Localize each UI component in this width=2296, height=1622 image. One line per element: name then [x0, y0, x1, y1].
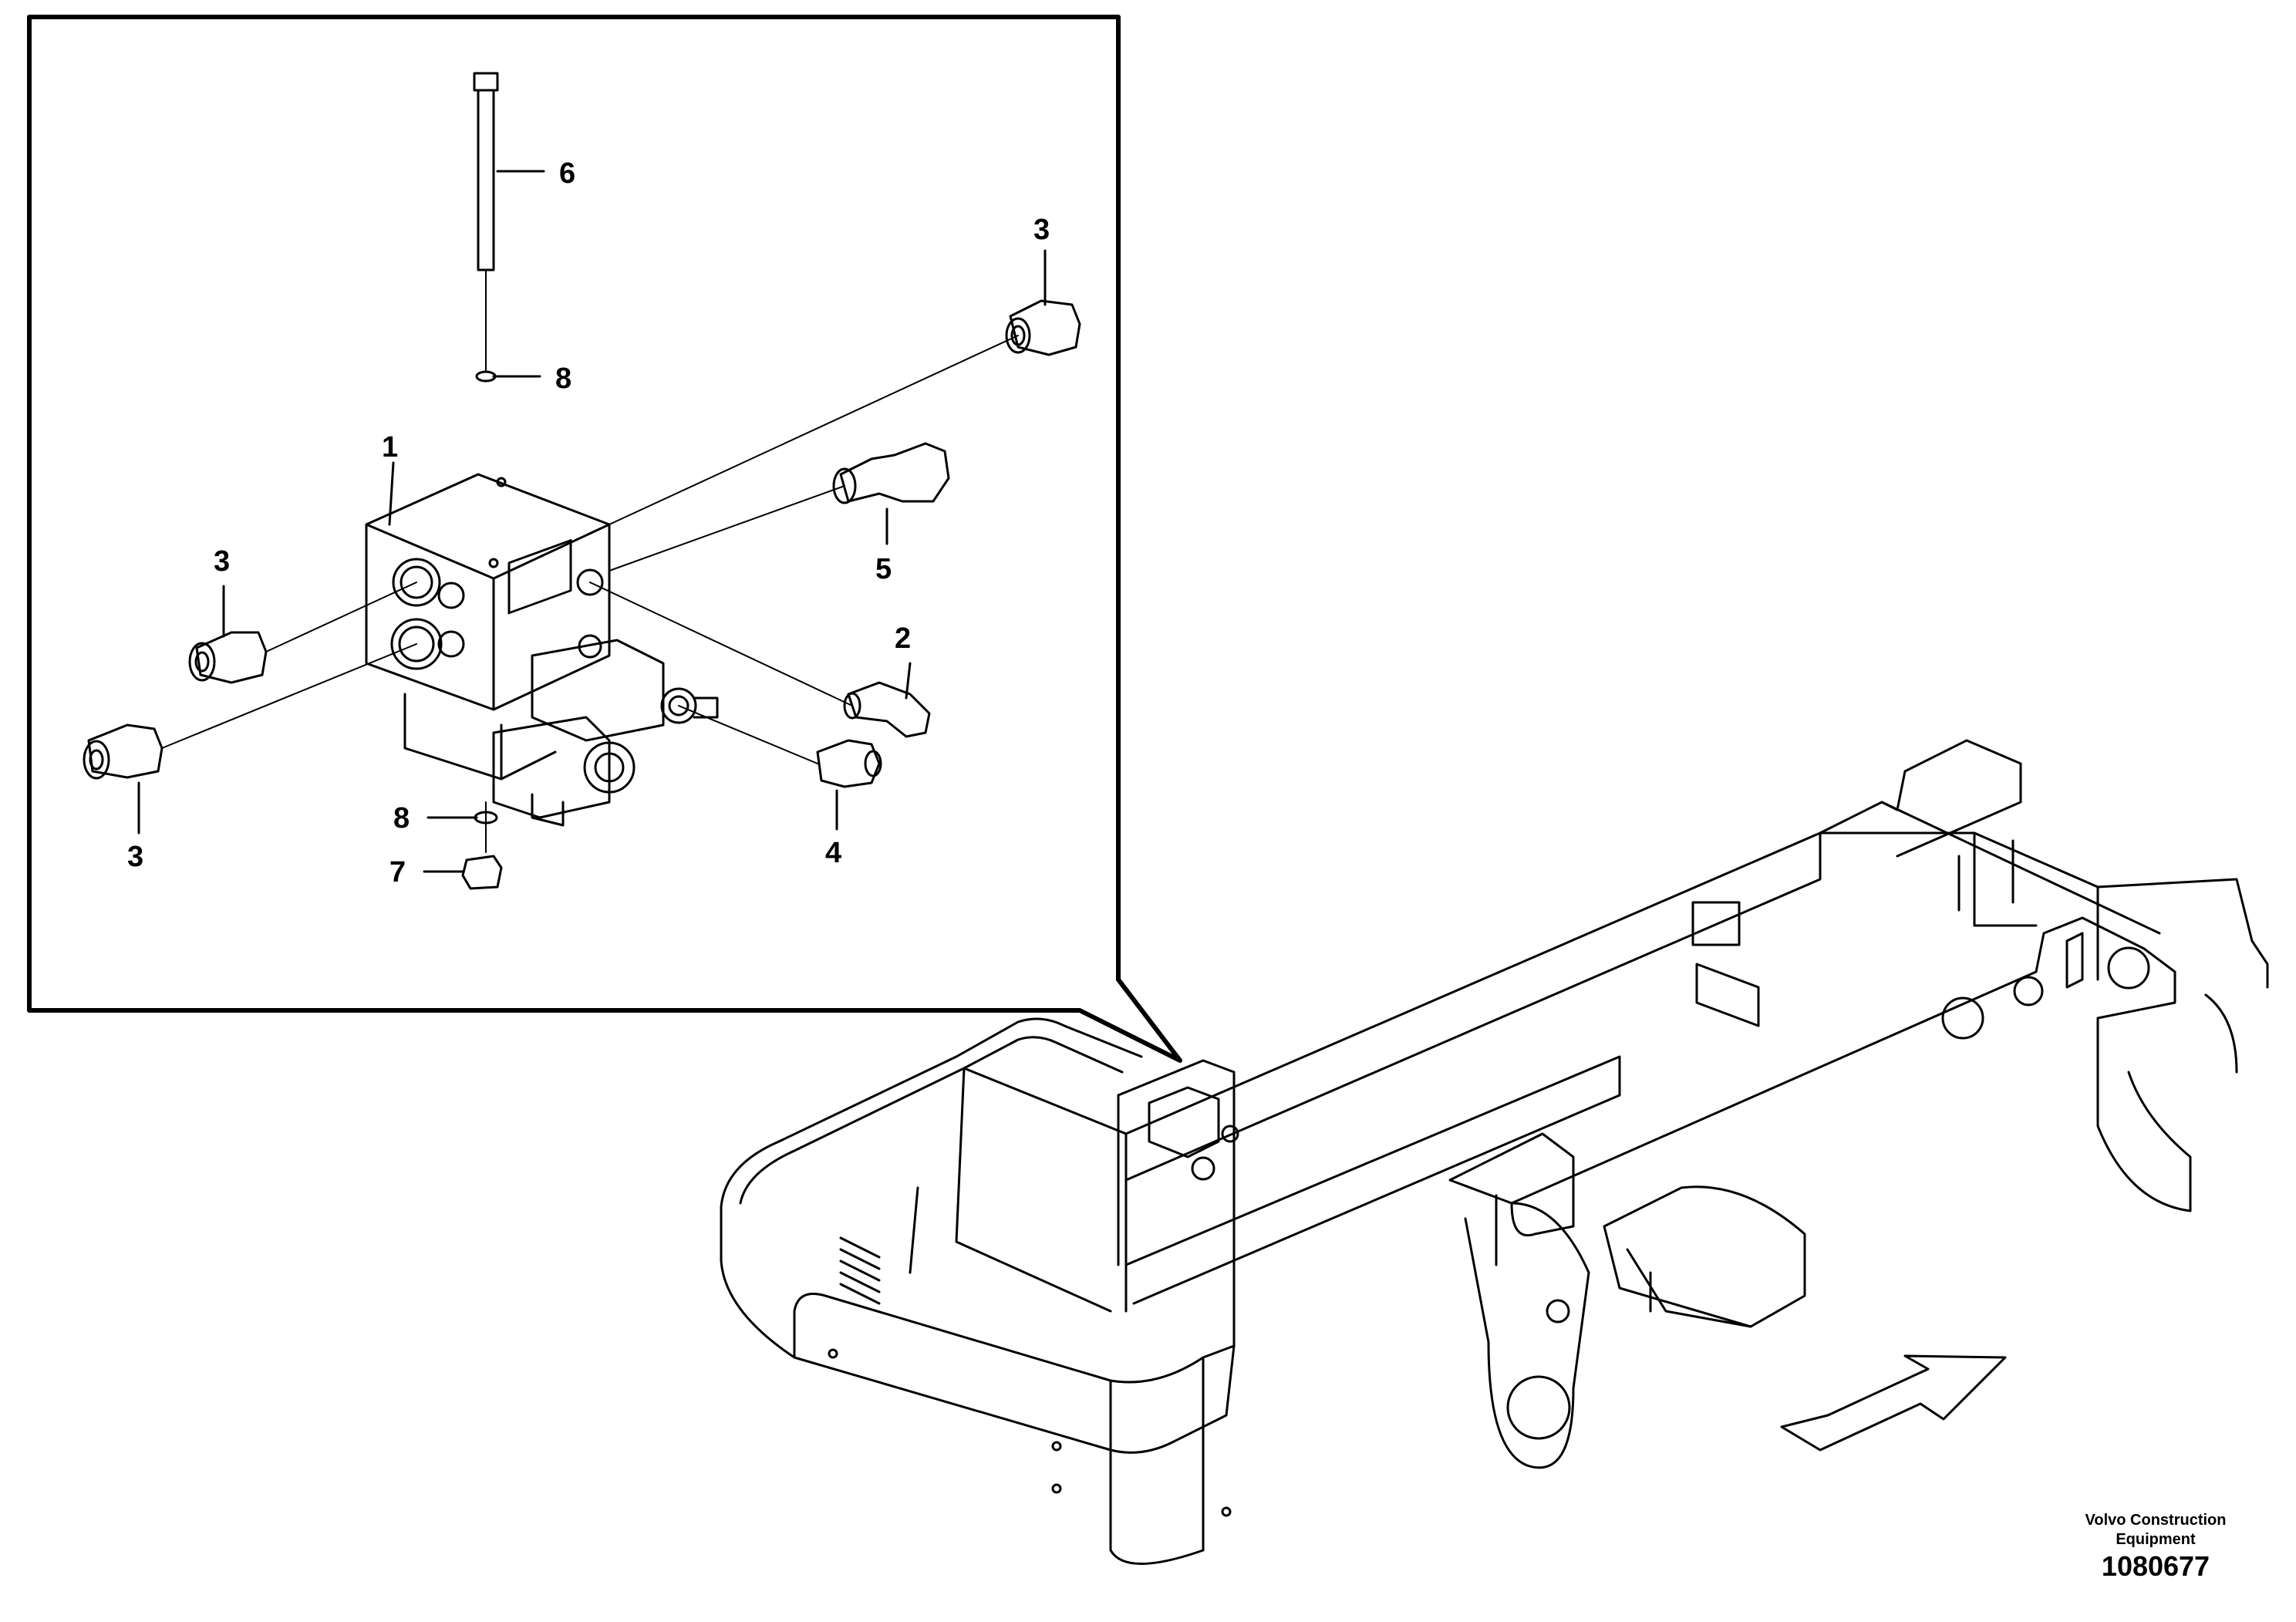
fitting-part-4 [816, 739, 882, 788]
callout-8-top: 8 [555, 363, 571, 395]
callout-8-bottom: 8 [393, 802, 410, 835]
detail-callout-frame [27, 15, 1182, 1063]
direction-arrow [1780, 1354, 2007, 1452]
bolt-part-6 [473, 72, 499, 371]
brand-line-2: Equipment [2116, 1531, 2196, 1548]
drawing-number: 1080677 [2101, 1550, 2210, 1582]
brand-line-1: Volvo Construction [2085, 1512, 2227, 1529]
fitting-part-3-left-upper [188, 631, 268, 684]
elbow-fitting-part-2 [843, 681, 931, 738]
callout-4: 4 [825, 837, 841, 869]
callout-2: 2 [895, 622, 911, 655]
callout-7: 7 [389, 856, 406, 889]
fitting-part-3-top [1005, 299, 1081, 356]
elbow-fitting-part-5 [832, 442, 950, 504]
callout-leaders [137, 170, 1047, 873]
washer-part-8-top [475, 370, 497, 383]
valve-block [365, 473, 719, 827]
nut-part-7 [461, 855, 503, 890]
callout-3-left-upper: 3 [214, 545, 230, 578]
callout-6: 6 [559, 157, 575, 190]
machine-frame [720, 739, 2269, 1565]
callout-1: 1 [382, 431, 398, 464]
callout-3-left-lower: 3 [127, 841, 143, 873]
valve-installed [1148, 1086, 1239, 1181]
callout-5: 5 [875, 553, 892, 585]
callout-3-top: 3 [1033, 214, 1050, 246]
assembly-lines [161, 335, 1019, 853]
fitting-part-3-left-lower [83, 723, 164, 780]
